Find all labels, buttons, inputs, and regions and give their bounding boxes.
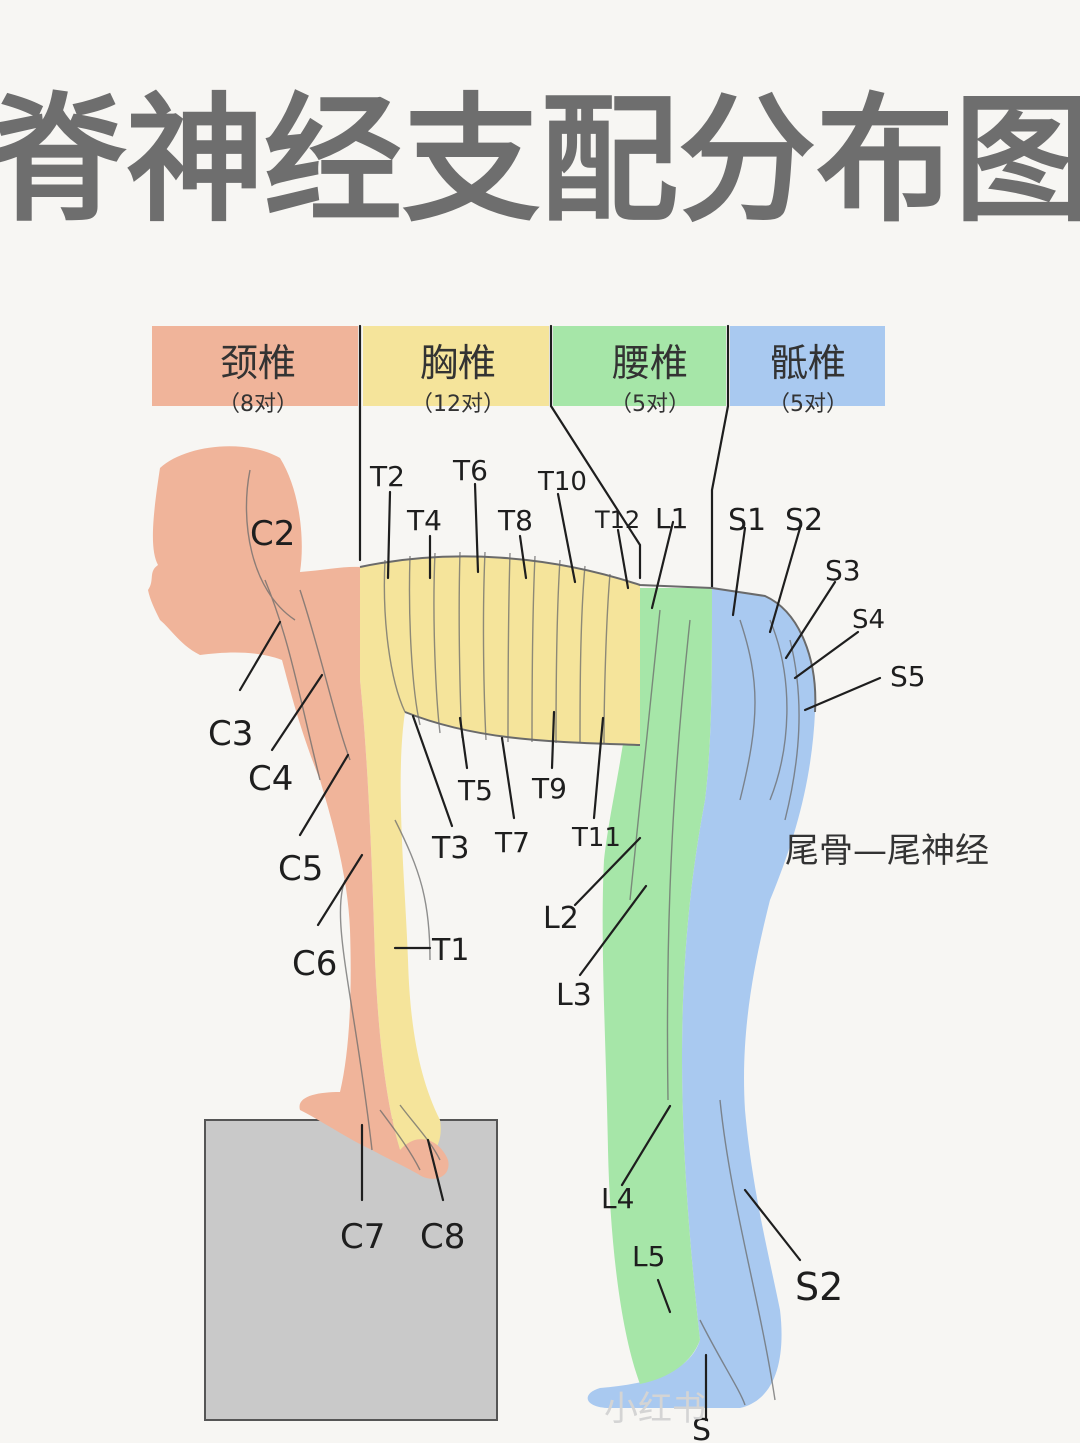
label-L5: L5	[632, 1240, 665, 1273]
label-T10: T10	[537, 467, 587, 497]
label-C7: C7	[340, 1217, 385, 1257]
header-band-thoracic-name: 胸椎	[420, 341, 496, 385]
label-T8: T8	[497, 504, 533, 537]
label-T7: T7	[494, 826, 530, 859]
label-C6: C6	[292, 944, 337, 984]
label-T9: T9	[531, 772, 567, 805]
label-T11: T11	[571, 823, 621, 853]
header-band-sacral-name: 骶椎	[770, 341, 846, 385]
region-cervical	[148, 446, 449, 1179]
label-T5: T5	[457, 774, 493, 807]
label-S2-leg: S2	[795, 1265, 843, 1309]
label-C5: C5	[278, 849, 323, 889]
label-C8: C8	[420, 1217, 465, 1257]
label-S3: S3	[825, 554, 861, 587]
header-band-sacral-count: （5对）	[768, 392, 848, 417]
header-band-lumbar-name: 腰椎	[612, 341, 688, 385]
label-L1: L1	[655, 502, 688, 535]
label-S2: S2	[785, 503, 823, 538]
label-C4: C4	[248, 759, 293, 799]
label-C2: C2	[250, 514, 295, 554]
nerve-labels: C2 C3 C4 C5 C6 C7 C8 T1 T2 T3 T4 T5 T6 T…	[208, 454, 926, 1443]
human-figure	[148, 446, 817, 1408]
label-T4: T4	[406, 504, 442, 537]
label-S-foot: S	[692, 1413, 711, 1443]
header-band-cervical-count: （8对）	[218, 392, 298, 417]
header-band-lumbar	[553, 326, 726, 406]
header-band-cervical	[152, 326, 358, 406]
label-T1: T1	[431, 933, 469, 968]
header-band-thoracic-count: （12对）	[411, 392, 505, 417]
page-title: 脊神经支配分布图	[0, 80, 1080, 241]
region-lumbar	[602, 588, 712, 1384]
label-T12: T12	[594, 506, 640, 534]
leader-lines	[238, 482, 882, 1422]
label-L3: L3	[556, 978, 592, 1013]
region-thoracic	[360, 556, 640, 1159]
label-C3: C3	[208, 714, 253, 754]
header-band-cervical-name: 颈椎	[220, 341, 296, 385]
watermark: 小红书	[604, 1389, 706, 1429]
label-L2: L2	[543, 901, 579, 936]
coccyx-note: 尾骨—尾神经	[785, 831, 989, 871]
header-band-lumbar-count: （5对）	[610, 392, 690, 417]
label-T2: T2	[369, 460, 405, 493]
label-T3: T3	[431, 831, 469, 866]
label-T6: T6	[452, 454, 488, 487]
label-S4: S4	[852, 605, 885, 635]
label-S1: S1	[728, 503, 766, 538]
header-band-thoracic	[363, 326, 549, 406]
region-divider-lines	[358, 324, 730, 590]
support-box	[204, 1119, 498, 1421]
header-band-sacral	[730, 326, 885, 406]
region-sacral	[587, 588, 816, 1408]
header-bands: 颈椎 （8对） 胸椎 （12对） 腰椎 （5对） 骶椎 （5对）	[152, 326, 885, 417]
label-L4: L4	[601, 1182, 634, 1215]
label-S5: S5	[890, 660, 926, 693]
